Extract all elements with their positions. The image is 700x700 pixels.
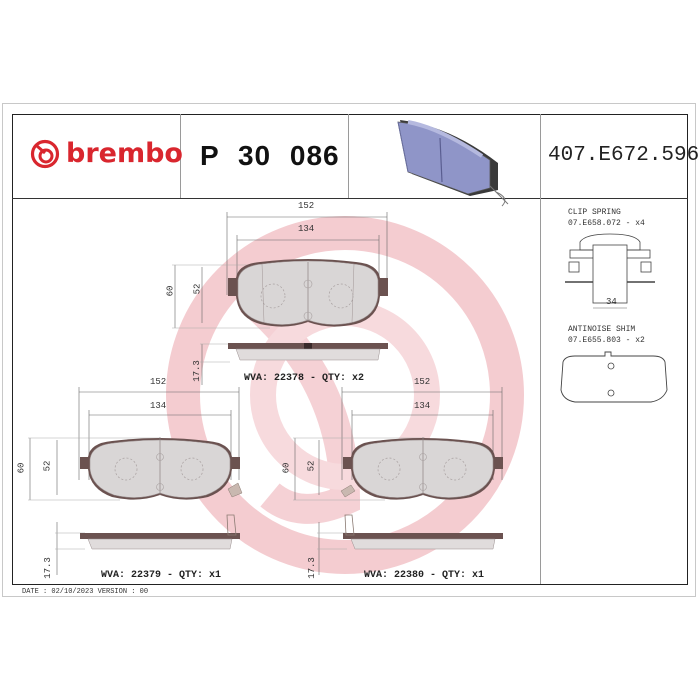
dimension-lines-icon [28, 387, 243, 575]
dim-overall-width: 152 [150, 377, 167, 387]
dim-friction-height: 52 [306, 460, 317, 472]
dim-overall-width: 152 [298, 201, 315, 211]
dim-thickness: 17.3 [191, 360, 202, 382]
date-version: DATE : 02/10/2023 VERSION : 00 [22, 588, 149, 596]
header-divider [12, 198, 688, 199]
column-divider-2 [348, 114, 349, 198]
dim-thickness: 17.3 [42, 557, 53, 579]
wva-label: WVA: 22379 - QTY: x1 [101, 570, 222, 581]
dim-overall-height: 60 [16, 462, 27, 474]
reference-code: 407.E672.596 [548, 144, 700, 167]
sheet-outer-border [2, 103, 696, 597]
dim-friction-height: 52 [192, 283, 203, 295]
dim-overall-height: 60 [281, 462, 292, 474]
brand-logo: brembo [30, 138, 183, 169]
antinoise-shim-icon [560, 351, 668, 403]
dim-friction-height: 52 [42, 460, 53, 472]
dimension-lines-icon [172, 212, 388, 385]
clip-spring-icon [565, 233, 655, 309]
column-divider-3 [540, 114, 541, 584]
dim-friction-width: 134 [150, 401, 167, 411]
dimension-lines-icon [293, 387, 503, 575]
dim-friction-width: 134 [298, 224, 315, 234]
column-divider-1 [180, 114, 181, 198]
accessory-code: 07.E655.803 - x2 [568, 336, 645, 345]
accessory-name: ANTINOISE SHIM [568, 325, 636, 334]
dim-clip-width: 34 [606, 297, 617, 307]
dim-overall-width: 152 [414, 377, 431, 387]
brembo-disc-icon [30, 139, 60, 168]
dim-friction-width: 134 [414, 401, 431, 411]
brake-pad-3d-icon [397, 120, 509, 207]
part-number: P 30 086 [200, 140, 340, 171]
dim-thickness: 17.3 [306, 557, 317, 579]
accessory-name: CLIP SPRING [568, 208, 621, 217]
accessory-code: 07.E658.072 - x4 [568, 219, 645, 228]
wva-label: WVA: 22378 - QTY: x2 [244, 373, 365, 384]
dim-overall-height: 60 [165, 285, 176, 297]
wva-label: WVA: 22380 - QTY: x1 [364, 570, 485, 581]
drawing-frame [12, 114, 688, 585]
brand-name: brembo [66, 138, 183, 169]
